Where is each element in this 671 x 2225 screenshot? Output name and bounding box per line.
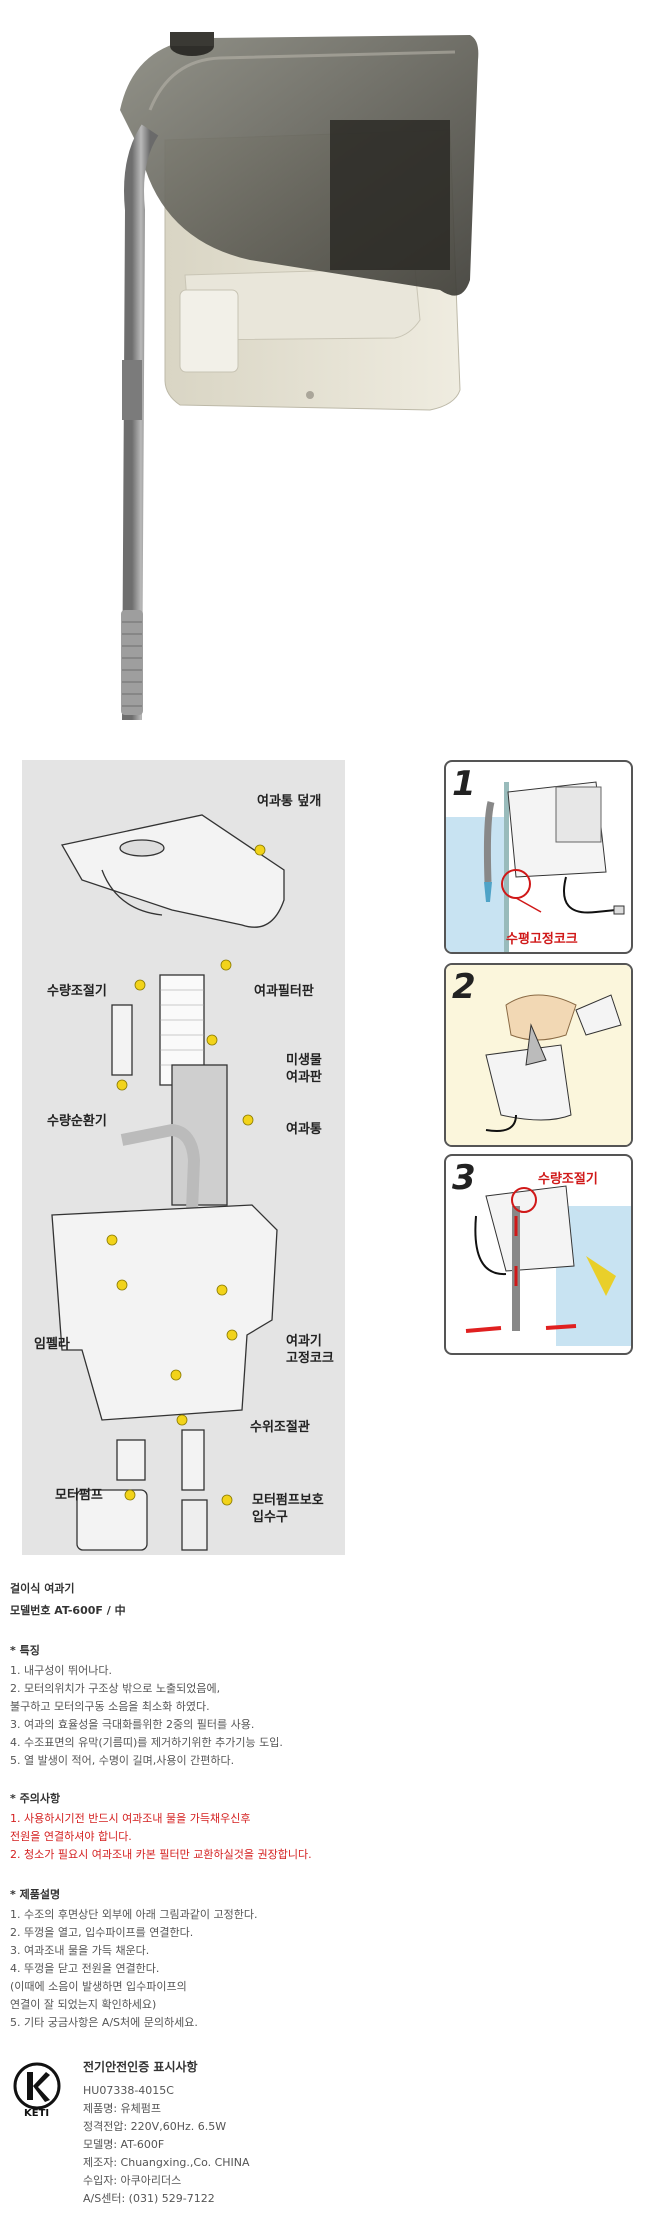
feature-line: 불구하고 모터의구동 소음을 최소화 하였다. <box>10 1700 210 1713</box>
label-circulation-pipe: 수량순환기 <box>47 1114 107 1129</box>
caution-line: 1. 사용하시기전 반드시 여과조내 물을 가득채우신후 <box>10 1812 251 1825</box>
certification-line: HU07338-4015C <box>83 2084 174 2097</box>
product-model: 모델번호 AT-600F / 中 <box>10 1604 126 1617</box>
feature-line: 3. 여과의 효율성을 극대화를위한 2중의 필터를 사용. <box>10 1718 255 1731</box>
step-3-panel: 3 수량조절기 <box>444 1154 633 1355</box>
step-2-illustration <box>446 965 631 1145</box>
label-flow-control: 수량조절기 <box>47 984 107 999</box>
instructions-heading: * 제품설명 <box>10 1888 61 1901</box>
instruction-line: 3. 여과조내 물을 가득 채운다. <box>10 1944 150 1957</box>
instruction-line: 4. 뚜껑을 닫고 전원을 연결한다. <box>10 1962 160 1975</box>
caution-line: 전원을 연결하셔야 합니다. <box>10 1830 132 1843</box>
instruction-line: 5. 기타 궁금사항은 A/S처에 문의하세요. <box>10 2016 198 2029</box>
label-micro-filter: 미생물 여과판 <box>286 1053 322 1085</box>
keti-logo <box>13 2062 61 2110</box>
label-intake-guard: 모터펌프보호 입수구 <box>252 1493 324 1525</box>
feature-line: 5. 열 발생이 적어, 수명이 길며,사용이 간편하다. <box>10 1754 235 1767</box>
step-1-illustration <box>446 781 625 952</box>
label-level-pipe: 수위조절관 <box>250 1420 310 1435</box>
features-heading: * 특징 <box>10 1644 40 1657</box>
instruction-line: 1. 수조의 후면상단 외부에 아래 그림과같이 고정한다. <box>10 1908 258 1921</box>
instruction-line: (이때에 소음이 발생하면 입수파이프의 <box>10 1980 187 1993</box>
product-photo <box>120 32 479 721</box>
cautions-heading: * 주의사항 <box>10 1792 61 1805</box>
feature-line: 1. 내구성이 뛰어나다. <box>10 1664 112 1677</box>
step-2-number: 2 <box>452 967 476 1007</box>
step-1-callout: 수평고정코크 <box>506 932 578 947</box>
exploded-diagram <box>51 814 285 1551</box>
feature-line: 2. 모터의위치가 구조상 밖으로 노출되었음에, <box>10 1682 221 1695</box>
keti-logo-text: KETI <box>24 2108 50 2119</box>
caution-line: 2. 청소가 필요시 여과조내 카본 필터만 교환하실것을 권장합니다. <box>10 1848 312 1861</box>
label-motor-pump: 모터펌프 <box>55 1488 103 1503</box>
certification-line: 제조자: Chuangxing.,Co. CHINA <box>83 2156 250 2169</box>
step-3-illustration <box>465 1185 631 1346</box>
step-3-callout: 수량조절기 <box>538 1172 598 1187</box>
certification-line: 수입자: 아쿠아리더스 <box>83 2174 182 2187</box>
label-fix-cock: 여과기 고정코크 <box>286 1334 334 1366</box>
exploded-diagram-panel: 여과통 덮개 수량조절기 여과필터판 미생물 여과판 수량순환기 여과통 임펠라… <box>22 760 345 1555</box>
product-name: 걸이식 여과기 <box>10 1582 75 1595</box>
certification-title: 전기안전인증 표시사항 <box>83 2060 198 2074</box>
certification-line: 제품명: 유체펌프 <box>83 2102 162 2115</box>
certification-line: A/S센터: (031) 529-7122 <box>83 2192 215 2205</box>
instruction-line: 연결이 잘 되었는지 확인하세요) <box>10 1998 157 2011</box>
feature-line: 4. 수조표면의 유막(기름띠)를 제거하기위한 추가기능 도입. <box>10 1736 283 1749</box>
certification-line: 정격전압: 220V,60Hz. 6.5W <box>83 2120 227 2133</box>
label-cover: 여과통 덮개 <box>257 794 322 809</box>
step-2-panel: 2 <box>444 963 633 1147</box>
label-filter-plate: 여과필터판 <box>254 984 314 999</box>
certification-line: 모델명: AT-600F <box>83 2138 165 2151</box>
instruction-line: 2. 뚜껑을 열고, 입수파이프를 연결한다. <box>10 1926 194 1939</box>
label-impeller: 임펠라 <box>34 1337 70 1352</box>
step-1-number: 1 <box>452 764 476 804</box>
step-3-number: 3 <box>452 1158 476 1198</box>
label-filter-box: 여과통 <box>286 1122 322 1137</box>
step-1-panel: 1 수평고정코크 <box>444 760 633 954</box>
